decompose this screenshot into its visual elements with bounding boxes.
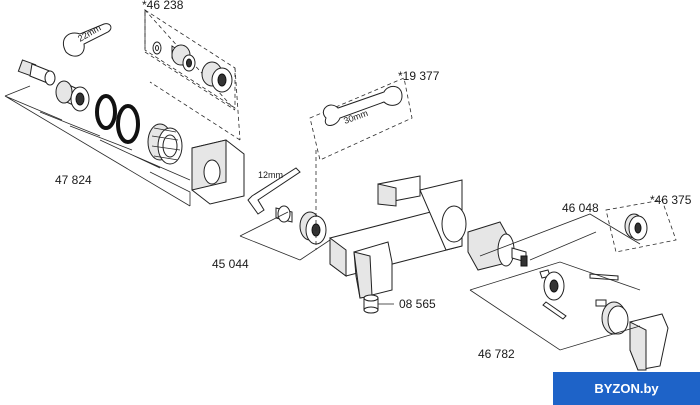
wrench-22mm: 22mm <box>62 23 112 57</box>
label-08565: 08 565 <box>399 297 436 311</box>
label-46048: 46 048 <box>562 201 599 215</box>
label-46782: 46 782 <box>478 347 515 361</box>
aerator-08565: 08 565 <box>363 294 436 314</box>
label-19377: *19 377 <box>398 69 440 83</box>
threaded-nut-part <box>147 123 183 165</box>
cartridge-46048: 46 048 <box>467 201 641 271</box>
o-ring-1 <box>95 94 117 130</box>
nut-part <box>201 61 233 93</box>
label-46238: *46 238 <box>142 0 184 12</box>
hex-key-12mm: 12mm <box>247 167 301 215</box>
kit-46375-group: *46 375 <box>605 193 692 253</box>
square-cover-plate <box>191 139 245 205</box>
cover-nut <box>299 211 327 245</box>
bushing-part <box>55 80 90 112</box>
kit-46238-group: *46 238 <box>142 0 241 141</box>
o-ring-2 <box>116 104 140 144</box>
label-46375: *46 375 <box>650 193 692 207</box>
label-45044: 45 044 <box>212 257 249 271</box>
hex-key-12-label: 12mm <box>258 170 283 180</box>
cartridge-assembly-47824: 47 824 <box>4 59 191 207</box>
connector-parts-45044: 45 044 <box>212 205 331 271</box>
sleeve-part <box>171 44 196 72</box>
mixer-body <box>329 175 467 308</box>
label-47824: 47 824 <box>55 173 92 187</box>
byzon-watermark: BYZON.by <box>553 372 700 405</box>
spindle-part <box>17 59 56 86</box>
lever-assembly-46782: 46 782 <box>469 261 669 371</box>
